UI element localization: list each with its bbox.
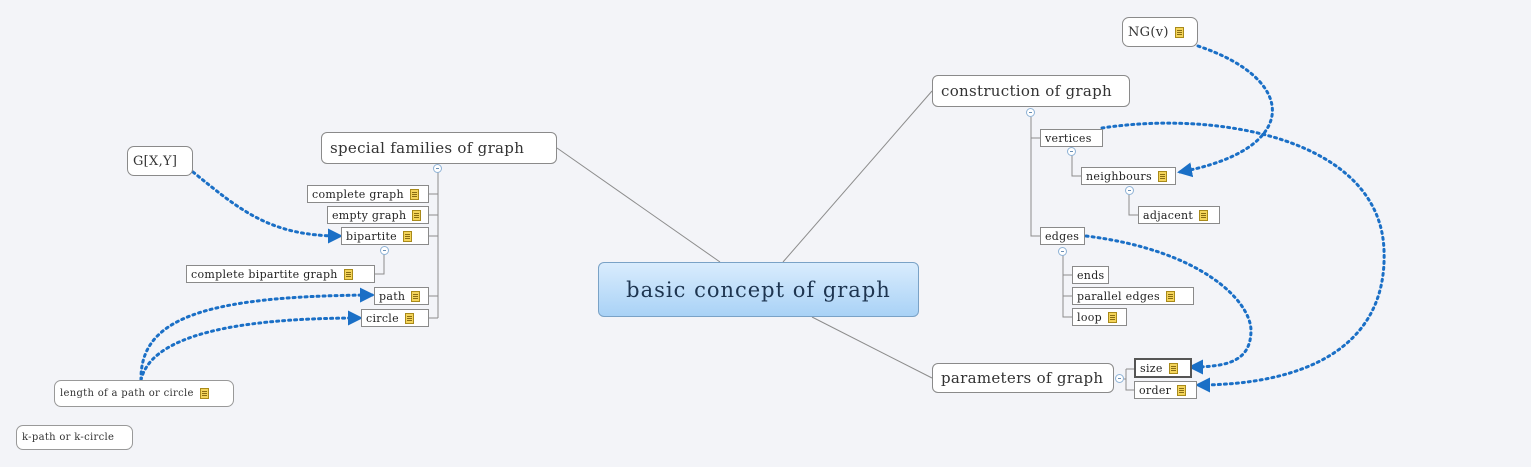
subtopic-label: size bbox=[1140, 361, 1163, 375]
collapse-icon[interactable] bbox=[1067, 147, 1076, 156]
floating-topic-label: G[X,Y] bbox=[133, 153, 178, 169]
relationship-gxy-to-bipartite bbox=[191, 170, 343, 244]
subtopic-label: adjacent bbox=[1143, 208, 1194, 222]
tree-line-bipartite bbox=[375, 250, 385, 275]
central-topic[interactable]: basic concept of graph bbox=[598, 262, 919, 317]
note-icon[interactable] bbox=[411, 290, 421, 302]
floating-topic-ngv[interactable]: NG(v) bbox=[1122, 17, 1198, 47]
subtopic-label: complete bipartite graph bbox=[191, 267, 338, 281]
note-icon[interactable] bbox=[412, 209, 422, 221]
subtopic-empty-graph[interactable]: empty graph bbox=[327, 206, 429, 224]
subtopic-label: ends bbox=[1077, 268, 1105, 282]
note-icon[interactable] bbox=[1165, 290, 1175, 302]
collapse-icon[interactable] bbox=[380, 246, 389, 255]
subtopic-label: bipartite bbox=[346, 229, 397, 243]
topic-special-families-label: special families of graph bbox=[330, 139, 525, 157]
subtopic-label: path bbox=[379, 289, 406, 303]
topic-special-families[interactable]: special families of graph bbox=[321, 132, 557, 164]
note-icon[interactable] bbox=[1168, 362, 1178, 374]
subtopic-neighbours[interactable]: neighbours bbox=[1081, 167, 1176, 185]
note-icon[interactable] bbox=[1157, 170, 1167, 182]
floating-topic-label: k-path or k-circle bbox=[22, 432, 115, 443]
subtopic-label: parallel edges bbox=[1077, 289, 1160, 303]
floating-topic-length-path-circle[interactable]: length of a path or circle bbox=[54, 380, 234, 407]
branch-line-construction bbox=[782, 90, 933, 263]
subtopic-label: edges bbox=[1045, 229, 1080, 243]
relationship-length-to-circle bbox=[139, 310, 363, 382]
subtopic-adjacent[interactable]: adjacent bbox=[1138, 206, 1220, 224]
subtopic-label: neighbours bbox=[1086, 169, 1152, 183]
subtopic-label: loop bbox=[1077, 310, 1103, 324]
topic-construction[interactable]: construction of graph bbox=[932, 75, 1130, 107]
subtopic-order[interactable]: order bbox=[1134, 381, 1197, 399]
subtopic-label: vertices bbox=[1045, 131, 1092, 145]
subtopic-loop[interactable]: loop bbox=[1072, 308, 1127, 326]
note-icon[interactable] bbox=[1177, 384, 1187, 396]
relationship-edges-to-size bbox=[1084, 234, 1253, 375]
subtopic-size[interactable]: size bbox=[1134, 358, 1192, 378]
branch-line-parameters bbox=[811, 316, 933, 379]
note-icon[interactable] bbox=[1174, 26, 1184, 38]
collapse-icon[interactable] bbox=[1026, 108, 1035, 117]
subtopic-label: circle bbox=[366, 311, 399, 325]
subtopic-circle[interactable]: circle bbox=[361, 309, 429, 327]
note-icon[interactable] bbox=[343, 268, 353, 280]
subtopic-edges[interactable]: edges bbox=[1040, 227, 1085, 245]
subtopic-vertices[interactable]: vertices bbox=[1040, 129, 1103, 147]
note-icon[interactable] bbox=[409, 188, 419, 200]
floating-topic-k-path-circle[interactable]: k-path or k-circle bbox=[16, 425, 133, 450]
subtopic-parallel-edges[interactable]: parallel edges bbox=[1072, 287, 1194, 305]
note-icon[interactable] bbox=[1199, 209, 1209, 221]
tree-line-edges bbox=[1062, 254, 1072, 318]
topic-parameters-label: parameters of graph bbox=[941, 369, 1104, 387]
relationship-vertices-to-order bbox=[1100, 121, 1386, 393]
floating-topic-gxy[interactable]: G[X,Y] bbox=[127, 146, 193, 176]
collapse-icon[interactable] bbox=[1058, 247, 1067, 256]
branch-line-special-families bbox=[556, 147, 721, 263]
collapse-icon[interactable] bbox=[433, 164, 442, 173]
subtopic-label: empty graph bbox=[332, 208, 407, 222]
note-icon[interactable] bbox=[403, 230, 412, 242]
relationship-ngv-to-neighbours bbox=[1177, 44, 1274, 178]
floating-topic-label: NG(v) bbox=[1128, 24, 1169, 40]
subtopic-ends[interactable]: ends bbox=[1072, 266, 1109, 284]
subtopic-bipartite[interactable]: bipartite bbox=[341, 227, 429, 245]
note-icon[interactable] bbox=[1108, 311, 1118, 323]
relationship-length-to-path bbox=[139, 287, 375, 382]
topic-construction-label: construction of graph bbox=[941, 82, 1112, 100]
floating-topic-label: length of a path or circle bbox=[60, 388, 194, 399]
collapse-icon[interactable] bbox=[1125, 186, 1134, 195]
note-icon[interactable] bbox=[199, 388, 209, 399]
tree-line-construction bbox=[1030, 117, 1040, 237]
note-icon[interactable] bbox=[404, 312, 414, 324]
subtopic-label: order bbox=[1139, 383, 1172, 397]
subtopic-label: complete graph bbox=[312, 187, 404, 201]
subtopic-complete-graph[interactable]: complete graph bbox=[307, 185, 429, 203]
collapse-icon[interactable] bbox=[1115, 374, 1124, 383]
subtopic-path[interactable]: path bbox=[374, 287, 429, 305]
topic-parameters[interactable]: parameters of graph bbox=[932, 363, 1114, 393]
subtopic-complete-bipartite-graph[interactable]: complete bipartite graph bbox=[186, 265, 375, 283]
